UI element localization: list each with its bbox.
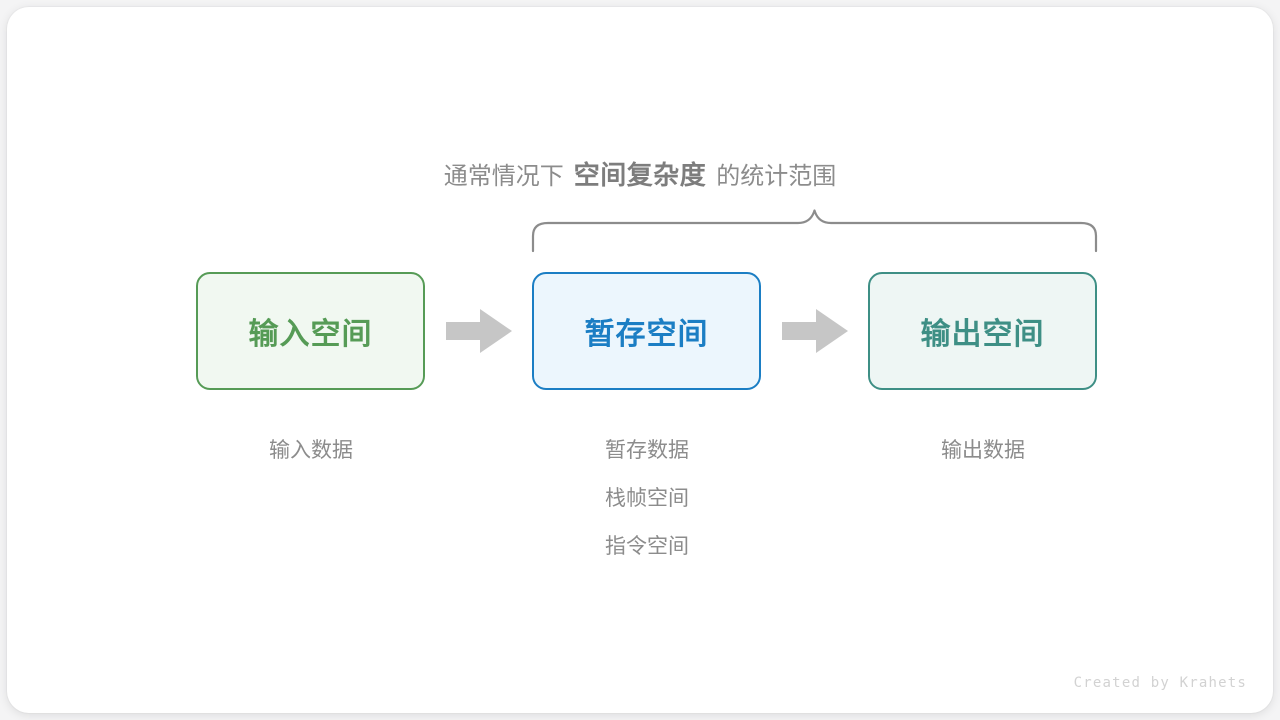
box-output-space[interactable]: 输出空间 xyxy=(868,272,1097,390)
box-output-space-label: 输出空间 xyxy=(920,318,1045,351)
caption-line: 输入数据 xyxy=(269,439,353,462)
heading-emphasis: 空间复杂度 xyxy=(573,160,707,190)
heading-prefix: 通常情况下 xyxy=(443,163,564,190)
box-temp-space-label: 暂存空间 xyxy=(584,318,709,351)
caption-line: 输出数据 xyxy=(941,439,1025,462)
box-input-space[interactable]: 输入空间 xyxy=(196,272,425,390)
caption-line: 暂存数据 xyxy=(605,439,689,462)
arrow-right-icon-temp-to-output xyxy=(782,309,848,353)
credit-text: Created by Krahets xyxy=(1073,675,1247,691)
caption-line: 栈帧空间 xyxy=(605,487,689,510)
arrow-right-icon-input-to-temp xyxy=(446,309,512,353)
heading-suffix: 的统计范围 xyxy=(716,163,837,190)
caption-column-input: 输入数据 xyxy=(181,427,441,475)
curly-brace-icon xyxy=(531,209,1098,253)
diagram-card: 通常情况下空间复杂度的统计范围 输入空间 暂存空间 输出空间 输入数据 暂存数据… xyxy=(7,7,1273,713)
diagram-heading: 通常情况下空间复杂度的统计范围 xyxy=(7,155,1273,197)
caption-column-output: 输出数据 xyxy=(853,427,1113,475)
caption-line: 指令空间 xyxy=(605,535,689,558)
box-temp-space[interactable]: 暂存空间 xyxy=(532,272,761,390)
caption-column-temp: 暂存数据 栈帧空间 指令空间 xyxy=(517,427,777,571)
box-input-space-label: 输入空间 xyxy=(248,318,373,351)
